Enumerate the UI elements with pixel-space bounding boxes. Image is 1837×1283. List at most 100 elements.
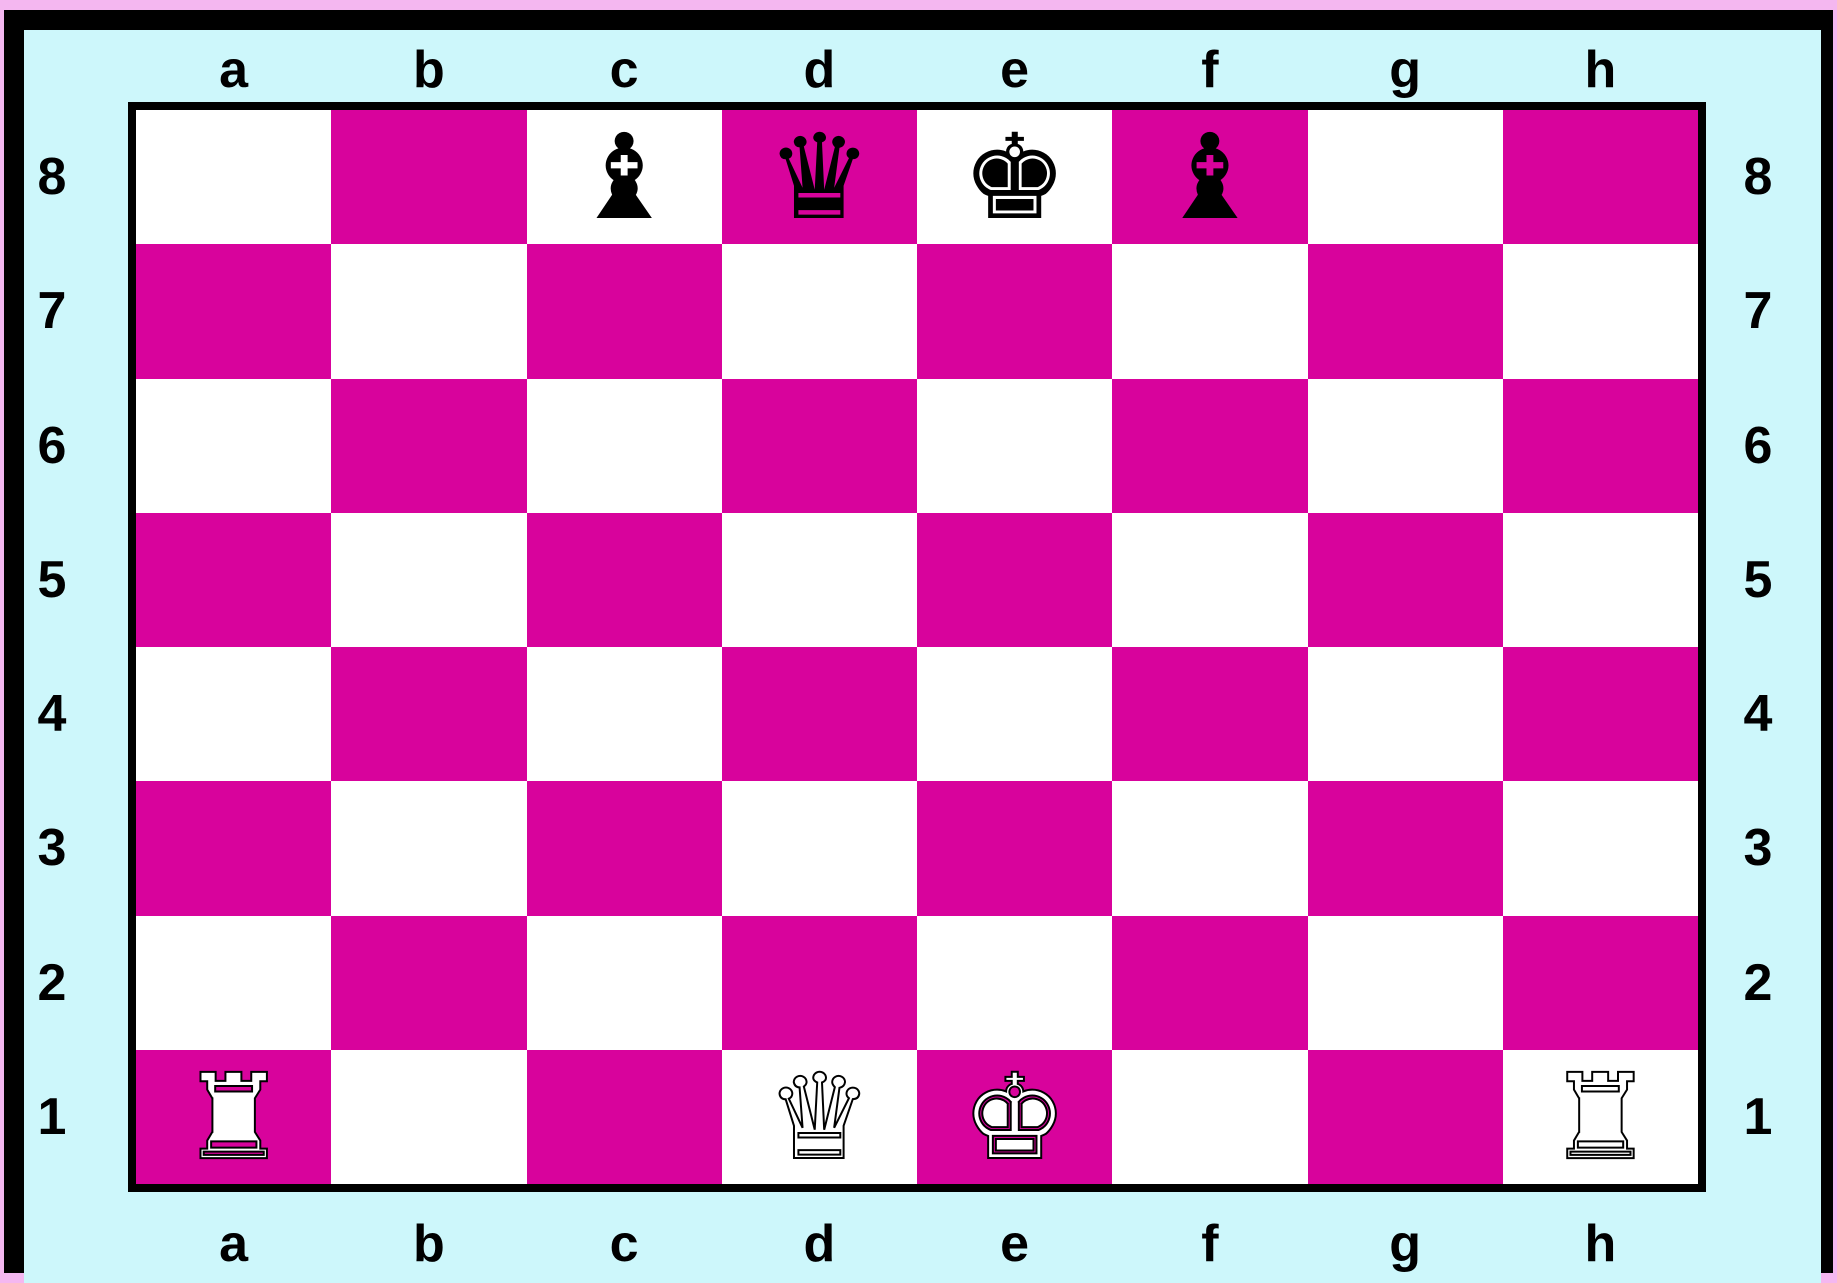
rank-label-3-right: 3 xyxy=(1728,822,1788,874)
square-h2[interactable] xyxy=(1503,916,1698,1050)
square-c2[interactable] xyxy=(527,916,722,1050)
square-h6[interactable] xyxy=(1503,379,1698,513)
square-a7[interactable] xyxy=(136,244,331,378)
rank-label-1-left: 1 xyxy=(22,1091,82,1143)
square-a1[interactable]: ♜ xyxy=(136,1050,331,1184)
square-e7[interactable] xyxy=(917,244,1112,378)
square-b6[interactable] xyxy=(331,379,526,513)
black-bishop-icon[interactable]: ♝ xyxy=(1112,110,1307,244)
square-e6[interactable] xyxy=(917,379,1112,513)
file-label-h-top: h xyxy=(1550,44,1650,96)
file-label-f-bottom: f xyxy=(1160,1218,1260,1270)
rank-label-2-left: 2 xyxy=(22,957,82,1009)
file-label-a-bottom: a xyxy=(184,1218,284,1270)
square-g3[interactable] xyxy=(1308,781,1503,915)
square-a6[interactable] xyxy=(136,379,331,513)
square-b2[interactable] xyxy=(331,916,526,1050)
square-a3[interactable] xyxy=(136,781,331,915)
black-queen-icon[interactable]: ♛ xyxy=(722,110,917,244)
square-e1[interactable]: ♚ xyxy=(917,1050,1112,1184)
square-f7[interactable] xyxy=(1112,244,1307,378)
rank-label-8-right: 8 xyxy=(1728,151,1788,203)
file-label-a-top: a xyxy=(184,44,284,96)
square-e2[interactable] xyxy=(917,916,1112,1050)
square-d1[interactable]: ♛ xyxy=(722,1050,917,1184)
square-e4[interactable] xyxy=(917,647,1112,781)
square-f2[interactable] xyxy=(1112,916,1307,1050)
file-label-g-bottom: g xyxy=(1355,1218,1455,1270)
square-h4[interactable] xyxy=(1503,647,1698,781)
square-d2[interactable] xyxy=(722,916,917,1050)
square-c6[interactable] xyxy=(527,379,722,513)
rank-label-2-right: 2 xyxy=(1728,957,1788,1009)
square-f1[interactable] xyxy=(1112,1050,1307,1184)
square-d8[interactable]: ♛ xyxy=(722,110,917,244)
square-b5[interactable] xyxy=(331,513,526,647)
black-bishop-icon[interactable]: ♝ xyxy=(527,110,722,244)
rank-label-4-left: 4 xyxy=(22,688,82,740)
square-f3[interactable] xyxy=(1112,781,1307,915)
rank-label-7-right: 7 xyxy=(1728,285,1788,337)
square-g6[interactable] xyxy=(1308,379,1503,513)
square-b4[interactable] xyxy=(331,647,526,781)
square-d4[interactable] xyxy=(722,647,917,781)
square-b8[interactable] xyxy=(331,110,526,244)
square-c1[interactable] xyxy=(527,1050,722,1184)
file-label-e-top: e xyxy=(965,44,1065,96)
white-king-icon[interactable]: ♚ xyxy=(917,1050,1112,1184)
white-queen-icon[interactable]: ♛ xyxy=(722,1050,917,1184)
square-a2[interactable] xyxy=(136,916,331,1050)
square-g7[interactable] xyxy=(1308,244,1503,378)
square-d3[interactable] xyxy=(722,781,917,915)
black-king-icon[interactable]: ♚ xyxy=(917,110,1112,244)
square-e3[interactable] xyxy=(917,781,1112,915)
rank-label-6-left: 6 xyxy=(22,420,82,472)
file-label-h-bottom: h xyxy=(1550,1218,1650,1270)
file-label-e-bottom: e xyxy=(965,1218,1065,1270)
square-f6[interactable] xyxy=(1112,379,1307,513)
square-b3[interactable] xyxy=(331,781,526,915)
square-f5[interactable] xyxy=(1112,513,1307,647)
file-label-d-bottom: d xyxy=(769,1218,869,1270)
square-d5[interactable] xyxy=(722,513,917,647)
file-label-f-top: f xyxy=(1160,44,1260,96)
square-f4[interactable] xyxy=(1112,647,1307,781)
square-g1[interactable] xyxy=(1308,1050,1503,1184)
square-d6[interactable] xyxy=(722,379,917,513)
square-g4[interactable] xyxy=(1308,647,1503,781)
square-a5[interactable] xyxy=(136,513,331,647)
rank-label-7-left: 7 xyxy=(22,285,82,337)
square-g5[interactable] xyxy=(1308,513,1503,647)
square-b1[interactable] xyxy=(331,1050,526,1184)
square-a8[interactable] xyxy=(136,110,331,244)
file-label-c-top: c xyxy=(574,44,674,96)
square-h1[interactable]: ♜ xyxy=(1503,1050,1698,1184)
square-h5[interactable] xyxy=(1503,513,1698,647)
chess-board[interactable]: ♝♛♚♝♜♛♚♜ xyxy=(128,102,1706,1192)
square-h8[interactable] xyxy=(1503,110,1698,244)
square-c8[interactable]: ♝ xyxy=(527,110,722,244)
white-rook-icon[interactable]: ♜ xyxy=(1503,1050,1698,1184)
rank-label-8-left: 8 xyxy=(22,151,82,203)
square-c5[interactable] xyxy=(527,513,722,647)
rank-label-5-left: 5 xyxy=(22,554,82,606)
rank-label-4-right: 4 xyxy=(1728,688,1788,740)
rank-label-6-right: 6 xyxy=(1728,420,1788,472)
square-e5[interactable] xyxy=(917,513,1112,647)
square-c3[interactable] xyxy=(527,781,722,915)
square-f8[interactable]: ♝ xyxy=(1112,110,1307,244)
square-h7[interactable] xyxy=(1503,244,1698,378)
white-rook-icon[interactable]: ♜ xyxy=(136,1050,331,1184)
file-label-d-top: d xyxy=(769,44,869,96)
square-h3[interactable] xyxy=(1503,781,1698,915)
file-label-b-top: b xyxy=(379,44,479,96)
square-c4[interactable] xyxy=(527,647,722,781)
square-g2[interactable] xyxy=(1308,916,1503,1050)
square-c7[interactable] xyxy=(527,244,722,378)
square-d7[interactable] xyxy=(722,244,917,378)
square-e8[interactable]: ♚ xyxy=(917,110,1112,244)
file-label-g-top: g xyxy=(1355,44,1455,96)
square-a4[interactable] xyxy=(136,647,331,781)
square-b7[interactable] xyxy=(331,244,526,378)
square-g8[interactable] xyxy=(1308,110,1503,244)
